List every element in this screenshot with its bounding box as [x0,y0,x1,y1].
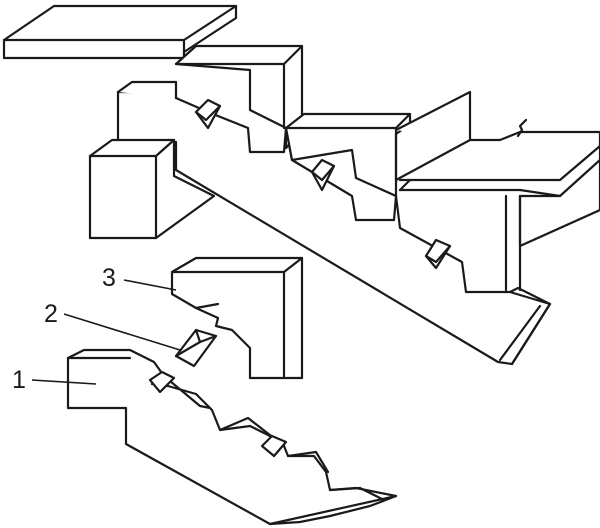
assembled-stringer [116,90,552,366]
label-2: 2 [44,300,181,351]
part-3-step-block [170,256,304,380]
right-landing-block [394,90,600,248]
assembled-stair [2,4,600,366]
leader-line-1 [31,379,97,385]
top-landing-slab [2,4,238,60]
part-2-wedge [174,328,218,368]
upper-tread-block [174,44,304,150]
label-1: 1 [12,366,97,394]
leader-line-3 [123,279,177,291]
label-3: 3 [102,264,177,292]
assembled-wedges [194,98,452,270]
label-1-text: 1 [12,366,26,394]
leader-line-2 [63,313,181,351]
part-1-stringer [66,348,398,526]
upper-step-block [116,80,178,100]
label-2-text: 2 [44,300,58,328]
left-post-block [88,138,216,240]
label-3-text: 3 [102,264,116,292]
